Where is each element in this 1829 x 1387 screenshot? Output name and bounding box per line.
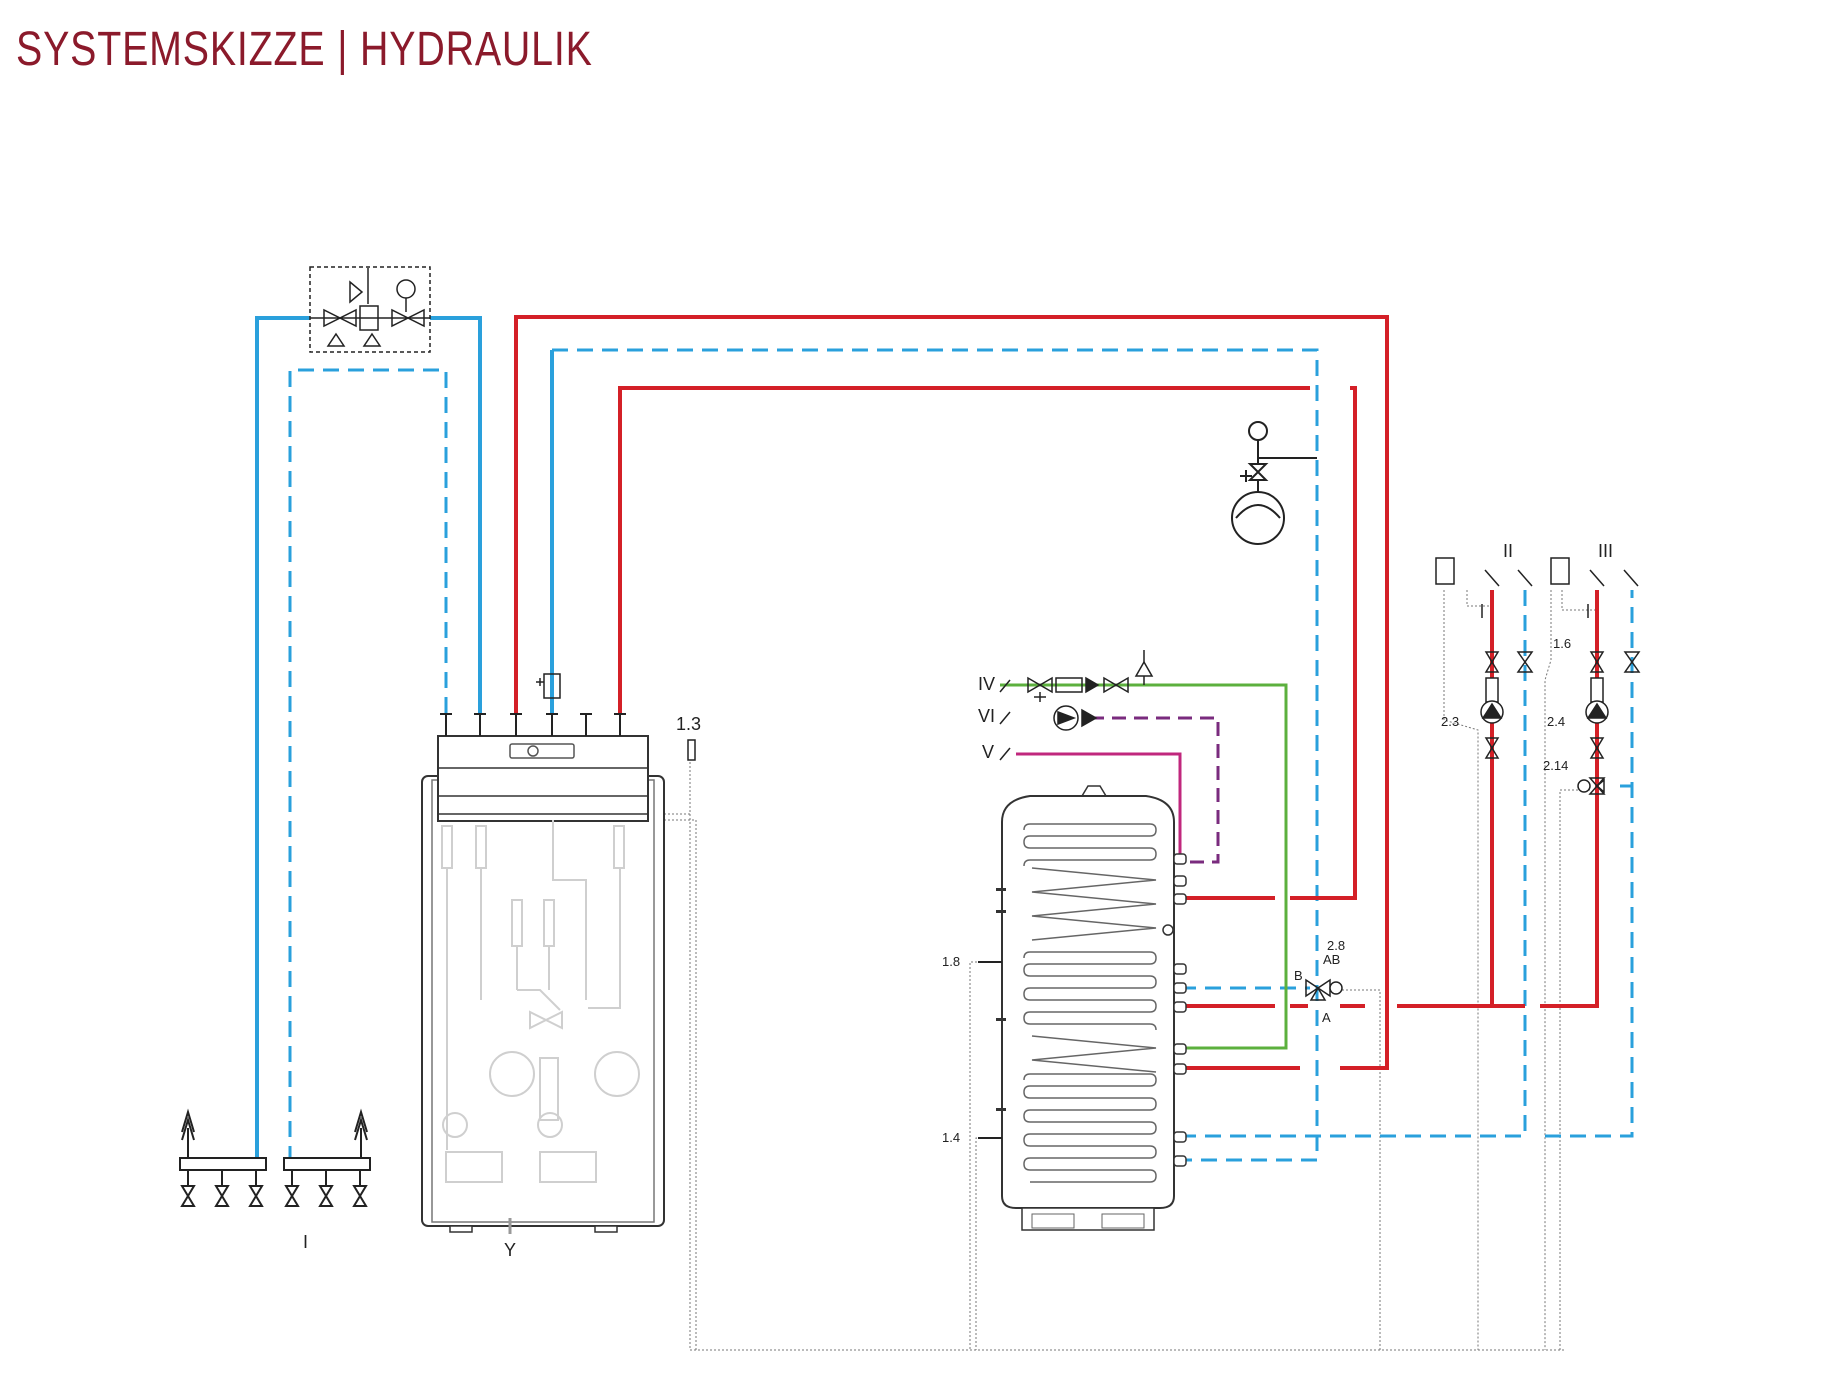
heating-circuit-iii [1550,557,1641,795]
label-line-v: V [982,742,994,762]
label-sensor-1-6: 1.6 [1553,636,1571,651]
unit-internals [441,820,640,1183]
safety-group [309,266,431,353]
label-circuit-ii: II [1503,541,1513,561]
label-valve-2-8: 2.8 [1327,938,1345,953]
label-sensor-1-3: 1.3 [676,714,701,734]
label-mixer-2-14: 2.14 [1543,758,1568,773]
label-pump-2-3: 2.3 [1441,714,1459,729]
air-vent-valve [536,673,561,699]
expansion-vessel [1231,421,1317,545]
label-port-b: B [1294,968,1303,983]
sensor-1-3-symbol [687,739,696,761]
heating-circuit-ii [1435,557,1534,759]
label-sensor-1-8: 1.8 [942,954,960,969]
label-sensor-1-4: 1.4 [942,1130,960,1145]
label-line-vi: VI [978,706,995,726]
heat-pump-unit [421,713,665,1234]
label-port-ab: AB [1323,952,1340,967]
cold-water-supply-line [255,316,554,1162]
heating-flow-lines [514,315,1599,1070]
page-title: SYSTEMSKIZZE | HYDRAULIK [16,23,593,76]
label-drain-y: Y [504,1240,516,1260]
return-lines-dashed [288,348,1634,1162]
unit-connectors [440,713,626,736]
manifold-i [179,1108,371,1207]
label-circuit-iii: III [1598,541,1613,561]
label-line-iv: IV [978,674,995,694]
auxiliary-lines [1000,683,1288,1050]
label-manifold-i: I [303,1232,308,1252]
line-fittings [999,650,1154,761]
label-pump-2-4: 2.4 [1547,714,1565,729]
three-way-valve-2-8 [1305,978,1343,1001]
label-port-a: A [1322,1010,1331,1025]
storage-tank [978,785,1187,1231]
